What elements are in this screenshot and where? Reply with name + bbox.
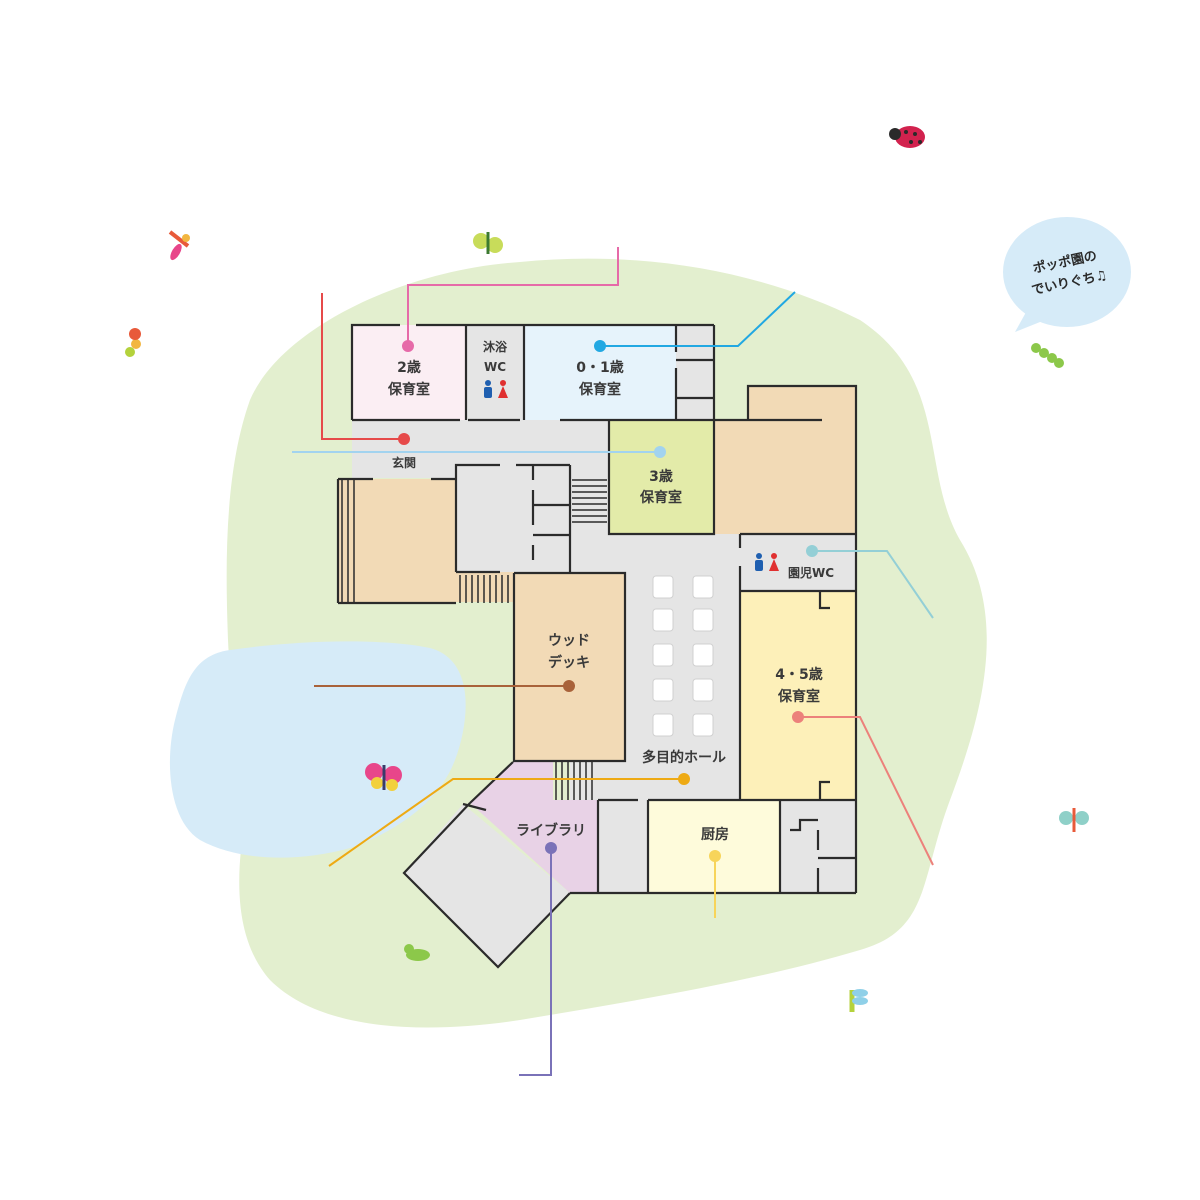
storage-wing xyxy=(404,804,570,967)
label-wood-deck-line2: デッキ xyxy=(548,654,590,671)
label-kids-wc: 園児WC xyxy=(788,566,834,580)
leader-entrance xyxy=(321,293,404,440)
grasshopper-icon xyxy=(404,944,430,961)
room-age3[interactable] xyxy=(609,420,714,534)
entrance-speech-bubble: ポッポ園の でいりぐち♫ xyxy=(1003,217,1131,332)
label-age3-line1: 3歳 xyxy=(649,468,673,485)
marker-wood-deck[interactable] xyxy=(563,680,575,692)
marker-library[interactable] xyxy=(545,842,557,854)
label-kitchen: 厨房 xyxy=(701,826,729,843)
hall-tables xyxy=(652,575,714,737)
walls xyxy=(336,323,858,969)
stairs xyxy=(341,479,607,800)
marker-kids-wc[interactable] xyxy=(806,545,818,557)
label-age3-line2: 保育室 xyxy=(639,489,682,506)
label-age01-line1: 0・1歳 xyxy=(576,359,623,376)
leader-age45 xyxy=(798,716,934,866)
label-age45-line2: 保育室 xyxy=(777,688,820,705)
marker-entrance[interactable] xyxy=(398,433,410,445)
leader-age2 xyxy=(407,247,619,346)
room-age45[interactable] xyxy=(740,591,856,800)
label-wood-deck-line1: ウッド xyxy=(548,633,590,649)
dragonfly-icon xyxy=(168,230,190,261)
butterfly-icon xyxy=(1059,808,1089,832)
label-bath-line2: WC xyxy=(484,360,506,374)
caterpillar-icon xyxy=(1031,343,1064,368)
marker-age01[interactable] xyxy=(594,340,606,352)
label-library: ライブラリ xyxy=(516,822,586,839)
leader-kids-wc xyxy=(812,550,934,619)
label-age2-line2: 保育室 xyxy=(387,381,430,398)
caterpillar-icon xyxy=(125,328,141,357)
pond xyxy=(169,641,466,858)
leader-hall xyxy=(328,778,684,867)
leader-library xyxy=(519,848,552,1076)
leader-age01 xyxy=(600,291,796,347)
marker-kitchen[interactable] xyxy=(709,850,721,862)
ladybug-icon xyxy=(889,126,925,148)
marker-age45[interactable] xyxy=(792,711,804,723)
label-age45-line1: 4・5歳 xyxy=(775,666,822,683)
label-age2-line1: 2歳 xyxy=(397,359,421,376)
markers xyxy=(398,340,818,862)
marker-age2[interactable] xyxy=(402,340,414,352)
leader-lines xyxy=(292,247,934,1076)
butterfly-icon xyxy=(365,763,402,791)
room-wood-deck[interactable] xyxy=(514,573,625,761)
marker-age3[interactable] xyxy=(654,446,666,458)
label-entrance: 玄関 xyxy=(392,455,416,470)
dragonfly-icon xyxy=(849,989,868,1012)
restroom-icon-bath xyxy=(484,380,508,398)
label-age01-line2: 保育室 xyxy=(578,381,621,398)
butterfly-icon xyxy=(473,232,503,254)
marker-hall[interactable] xyxy=(678,773,690,785)
restroom-icon-kids xyxy=(755,553,779,571)
room-library[interactable] xyxy=(470,762,598,893)
label-hall: 多目的ホール xyxy=(642,749,726,766)
label-bath-line1: 沐浴 xyxy=(483,339,508,354)
